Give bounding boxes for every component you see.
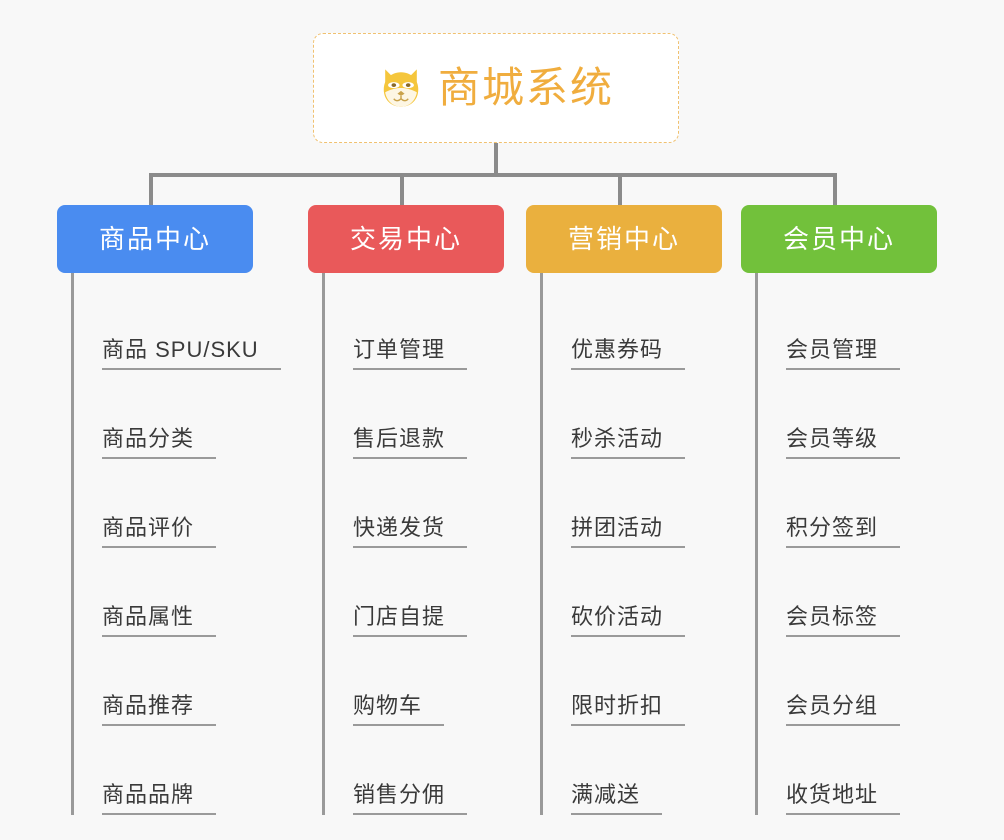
leaf-label: 购物车	[353, 693, 445, 726]
category-header-member-center[interactable]: 会员中心	[741, 205, 937, 273]
leaf-item[interactable]: 商品 SPU/SKU	[57, 281, 281, 370]
connector-drop-2	[400, 173, 404, 205]
leaf-item[interactable]: 会员管理	[741, 281, 937, 370]
category-label: 营销中心	[567, 224, 680, 254]
leaf-item[interactable]: 商品分类	[57, 370, 253, 459]
leaf-label: 优惠券码	[571, 337, 686, 370]
leaf-label: 订单管理	[353, 337, 468, 370]
leaf-label: 积分签到	[786, 515, 901, 548]
leaf-item[interactable]: 商品评价	[57, 459, 253, 548]
leaf-label: 商品属性	[102, 604, 217, 637]
connector-root-stem	[494, 143, 498, 175]
leaf-item[interactable]: 优惠券码	[526, 281, 722, 370]
leaf-item[interactable]: 积分签到	[741, 459, 937, 548]
leaf-item[interactable]: 购物车	[308, 637, 504, 726]
leaf-label: 商品分类	[102, 426, 217, 459]
leaf-item[interactable]: 秒杀活动	[526, 370, 722, 459]
leaf-item[interactable]: 售后退款	[308, 370, 504, 459]
leaf-label: 满减送	[571, 782, 663, 815]
leaf-list-product-center: 商品 SPU/SKU 商品分类 商品评价 商品属性 商品推荐 商品品牌	[57, 273, 281, 815]
leaf-item[interactable]: 销售分佣	[308, 726, 504, 815]
leaf-item[interactable]: 拼团活动	[526, 459, 722, 548]
leaf-label: 快递发货	[353, 515, 468, 548]
leaf-item[interactable]: 会员标签	[741, 548, 937, 637]
leaf-spine	[540, 273, 543, 815]
leaf-item[interactable]: 砍价活动	[526, 548, 722, 637]
leaf-list-member-center: 会员管理 会员等级 积分签到 会员标签 会员分组 收货地址	[741, 273, 937, 815]
connector-drop-1	[149, 173, 153, 205]
leaf-label: 秒杀活动	[571, 426, 686, 459]
leaf-spine	[755, 273, 758, 815]
connector-drop-4	[833, 173, 837, 205]
leaf-list-transaction-center: 订单管理 售后退款 快递发货 门店自提 购物车 销售分佣	[308, 273, 504, 815]
leaf-label: 商品品牌	[102, 782, 217, 815]
leaf-item[interactable]: 商品品牌	[57, 726, 253, 815]
leaf-item[interactable]: 限时折扣	[526, 637, 722, 726]
leaf-label: 会员分组	[786, 693, 901, 726]
category-header-transaction-center[interactable]: 交易中心	[308, 205, 504, 273]
category-label: 会员中心	[782, 224, 895, 254]
leaf-label: 拼团活动	[571, 515, 686, 548]
leaf-item[interactable]: 门店自提	[308, 548, 504, 637]
leaf-label: 售后退款	[353, 426, 468, 459]
connector-drop-3	[618, 173, 622, 205]
leaf-label: 商品评价	[102, 515, 217, 548]
category-label: 交易中心	[349, 224, 462, 254]
category-column-product-center: 商品中心 商品 SPU/SKU 商品分类 商品评价 商品属性 商品推荐 商品品牌	[57, 205, 281, 815]
leaf-label: 会员标签	[786, 604, 901, 637]
category-column-transaction-center: 交易中心 订单管理 售后退款 快递发货 门店自提 购物车 销售分佣	[308, 205, 504, 815]
leaf-label: 收货地址	[786, 782, 901, 815]
leaf-item[interactable]: 商品属性	[57, 548, 253, 637]
leaf-label: 门店自提	[353, 604, 468, 637]
leaf-label: 销售分佣	[353, 782, 468, 815]
leaf-item[interactable]: 满减送	[526, 726, 722, 815]
category-header-product-center[interactable]: 商品中心	[57, 205, 253, 273]
leaf-label: 会员等级	[786, 426, 901, 459]
category-header-marketing-center[interactable]: 营销中心	[526, 205, 722, 273]
leaf-spine	[71, 273, 74, 815]
leaf-label: 砍价活动	[571, 604, 686, 637]
category-column-marketing-center: 营销中心 优惠券码 秒杀活动 拼团活动 砍价活动 限时折扣 满减送	[526, 205, 722, 815]
leaf-item[interactable]: 会员等级	[741, 370, 937, 459]
shiba-dog-face-icon	[383, 69, 419, 107]
category-column-member-center: 会员中心 会员管理 会员等级 积分签到 会员标签 会员分组 收货地址	[741, 205, 937, 815]
root-node[interactable]: 商城系统	[313, 33, 679, 143]
leaf-item[interactable]: 商品推荐	[57, 637, 253, 726]
leaf-spine	[322, 273, 325, 815]
leaf-list-marketing-center: 优惠券码 秒杀活动 拼团活动 砍价活动 限时折扣 满减送	[526, 273, 722, 815]
leaf-item[interactable]: 会员分组	[741, 637, 937, 726]
root-title: 商城系统	[437, 64, 614, 111]
leaf-item[interactable]: 订单管理	[308, 281, 504, 370]
connector-horizontal-bus	[149, 173, 837, 177]
leaf-label: 会员管理	[786, 337, 901, 370]
leaf-label: 商品 SPU/SKU	[102, 337, 281, 370]
leaf-item[interactable]: 快递发货	[308, 459, 504, 548]
leaf-label: 商品推荐	[102, 693, 217, 726]
leaf-item[interactable]: 收货地址	[741, 726, 937, 815]
leaf-label: 限时折扣	[571, 693, 686, 726]
category-label: 商品中心	[98, 224, 211, 254]
